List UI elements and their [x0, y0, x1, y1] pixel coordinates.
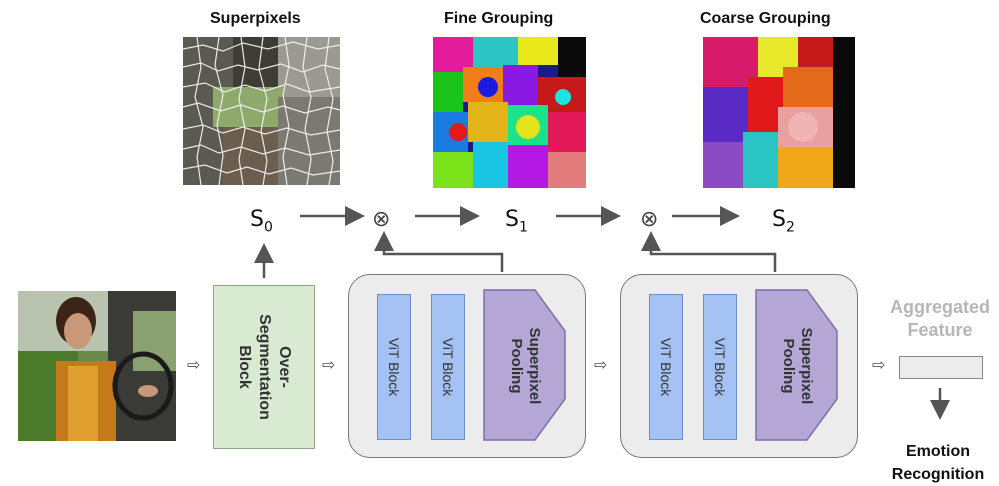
- outline-arrow-icon: ⇨: [322, 357, 336, 374]
- superpixel-pooling-block: [755, 289, 838, 441]
- multiply-icon: ⊗: [640, 206, 659, 231]
- vit-block: ViT Block: [703, 294, 737, 440]
- s2-label: S2: [772, 207, 795, 236]
- stage-1-container: ViT Block ViT Block Superpixel Pooling: [348, 274, 586, 458]
- vit-block-label: ViT Block: [386, 337, 402, 397]
- superpixel-pooling-block: [483, 289, 566, 441]
- arrow-stage2-to-mult2: [641, 231, 777, 272]
- s1-label: S1: [505, 207, 528, 236]
- stage-2-container: ViT Block ViT Block Superpixel Pooling: [620, 274, 858, 458]
- vit-block-label: ViT Block: [658, 337, 674, 397]
- coarse-grouping-image: [703, 37, 855, 188]
- s0-label: S0: [250, 207, 273, 236]
- over-segmentation-label: Over- Segmentation Block: [236, 314, 293, 420]
- outline-arrow-icon: ⇨: [594, 357, 608, 374]
- superpixels-image: [183, 37, 340, 185]
- multiply-icon: ⊗: [372, 206, 391, 231]
- coarse-grouping-title: Coarse Grouping: [700, 10, 831, 27]
- over-segmentation-block: Over- Segmentation Block: [213, 285, 315, 449]
- superpixels-title: Superpixels: [210, 10, 301, 27]
- arrow-stage1-to-mult1: [374, 231, 504, 272]
- fine-grouping-image: [433, 37, 586, 188]
- aggregated-feature-label: Aggregated Feature: [889, 297, 990, 340]
- vit-block-label: ViT Block: [440, 337, 456, 397]
- vit-block: ViT Block: [431, 294, 465, 440]
- vit-block: ViT Block: [377, 294, 411, 440]
- emotion-recognition-label: Emotion Recognition: [891, 443, 985, 483]
- outline-arrow-icon: ⇨: [187, 357, 201, 374]
- fine-grouping-title: Fine Grouping: [444, 10, 554, 27]
- outline-arrow-icon: ⇨: [872, 357, 886, 374]
- vit-block-label: ViT Block: [712, 337, 728, 397]
- vit-block: ViT Block: [649, 294, 683, 440]
- superpixel-pooling-label: Superpixel Pooling: [780, 327, 815, 404]
- aggregated-feature-box: [899, 356, 983, 379]
- input-photo: [18, 291, 176, 441]
- superpixel-pooling-label: Superpixel Pooling: [508, 327, 543, 404]
